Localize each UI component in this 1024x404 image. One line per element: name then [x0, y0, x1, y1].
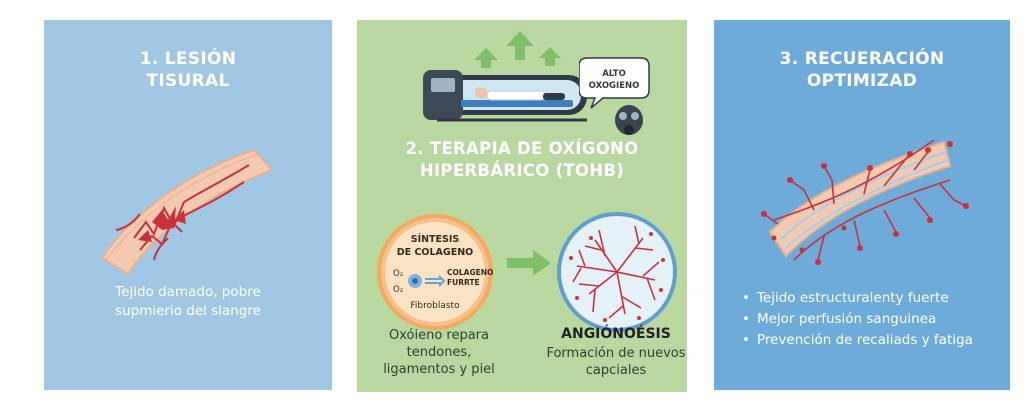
angiogenesis-caption: Formación de nuevos capciales	[546, 346, 686, 378]
collagen-title-line1: SÍNTESIS	[411, 233, 460, 245]
speech-bubble-line1: ALTO	[602, 69, 626, 79]
collagen-product-line1: COLAGENO	[447, 268, 493, 277]
hyperbaric-chamber-illustration	[423, 31, 587, 122]
o2-label-top: O₂	[393, 269, 403, 279]
list-item: Mejor perfusión sanguinea	[742, 309, 973, 330]
fibroblast-label: Fibroblasto	[410, 301, 460, 311]
panel1-title: 1. LESIÓN TISURAL	[139, 49, 237, 91]
list-item: Tejido estructuralenty fuerte	[742, 288, 973, 309]
angiogenesis-circle	[557, 212, 677, 332]
panel1-caption: Tejido damado, pobre supmierio del slang…	[115, 284, 261, 319]
panel2-title: 2. TERAPIA DE OXÍGONO HIPERBÁRICO (TOHB)	[405, 139, 639, 180]
angiogenesis-title: ANGIÓNOÉSIS	[561, 326, 671, 342]
injured-tissue-illustration	[100, 148, 274, 276]
healed-tissue-illustration	[761, 139, 969, 265]
speech-bubble-line2: OXOGIENO	[589, 81, 640, 91]
panel-tissue-injury: 1. LESIÓN TISURAL Tejido damado, pobre s…	[44, 20, 332, 390]
panel3-title: 3. RECUERACIÓN OPTIMIZAD	[779, 49, 945, 91]
upward-arrows-icon	[474, 31, 561, 68]
o2-label-bottom: O₂	[393, 285, 403, 295]
speech-bubble: ALTO OXOGIENO	[579, 57, 650, 135]
collagen-product-line2: FURRTE	[447, 278, 480, 287]
panel2-left-caption: Oxóieno repara tendones, ligamentos y pi…	[383, 328, 495, 377]
collagen-synthesis-circle: SÍNTESIS DE COLAGENO O₂ O₂ COLAGENO FURR…	[377, 214, 493, 330]
right-arrow-icon	[507, 250, 551, 276]
panel-optimized-recovery: 3. RECUERACIÓN OPTIMIZAD Tejido estructu…	[714, 20, 1010, 390]
collagen-title-line2: DE COLAGENO	[397, 247, 473, 258]
recovery-benefits-list: Tejido estructuralenty fuerte Mejor perf…	[742, 288, 973, 351]
panel-hyperbaric-therapy: ALTO OXOGIENO 2. TERAPIA DE OXÍGONO HIPE…	[357, 20, 687, 392]
gas-mask-icon	[615, 105, 643, 135]
list-item: Prevención de recaliads y fatiga	[742, 330, 973, 351]
